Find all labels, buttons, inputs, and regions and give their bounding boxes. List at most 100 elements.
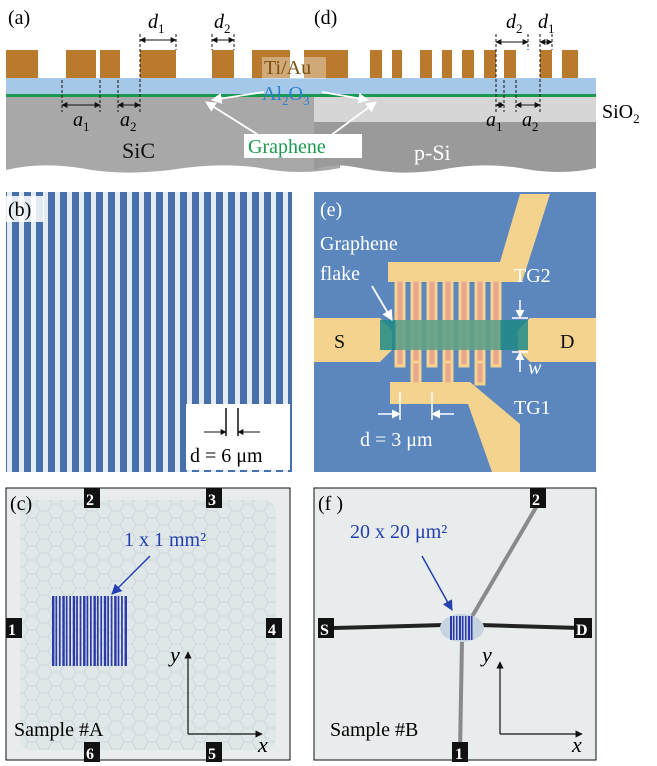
grating-bar (93, 596, 96, 666)
grating-bar (471, 616, 473, 640)
graphene-label: Graphene (248, 136, 326, 158)
d2-sub-d: 2 (516, 21, 523, 36)
panel-c: (c) 2 3 1 4 6 5 1 x 1 mm² y x Sample #A (5, 487, 291, 763)
x-label-f: x (571, 732, 582, 757)
grating-bar (462, 616, 464, 640)
area-pointer-f (421, 555, 453, 611)
grating-bar (86, 596, 89, 666)
svg-text:a1: a1 (486, 109, 503, 134)
graphene-channel (380, 320, 528, 350)
wire-2 (468, 502, 540, 622)
d1-label-d: d (538, 11, 549, 33)
grating-bar (110, 596, 113, 666)
wire-1 (458, 639, 464, 753)
pad-c-5: 5 (208, 746, 216, 763)
grating-bar (459, 616, 462, 640)
grating-f (450, 616, 473, 640)
tg1-label: TG1 (514, 397, 551, 419)
pad-f-D: D (576, 622, 588, 639)
grating-bar (453, 616, 455, 640)
panel-f: (f ) 2 S D 1 20 x 20 μm² y x Sample #B (313, 487, 597, 763)
graphene-pointer-right (329, 101, 377, 137)
d2-sub-a: 2 (224, 21, 231, 36)
grating-bar (62, 596, 65, 666)
w-label: w (528, 357, 542, 379)
grating-c (52, 596, 127, 666)
pad-f-2: 2 (532, 492, 540, 509)
grating-bar (117, 596, 120, 666)
graphene-flake-label-1: Graphene (320, 233, 398, 255)
scale-label-e: d = 3 μm (360, 429, 433, 451)
area-pointer-c (111, 555, 151, 595)
svg-text:d2: d2 (506, 11, 523, 36)
d1-sub-a: 1 (158, 21, 165, 36)
grating-bar (450, 616, 453, 640)
grating-bar (55, 596, 58, 666)
sample-a-label: Sample #A (14, 719, 104, 741)
gold-electrodes-d (314, 50, 578, 78)
source-label: S (334, 331, 345, 353)
svg-text:Al2O3: Al2O3 (262, 83, 309, 108)
al2o3-label-o: O (289, 83, 303, 105)
psi-substrate (314, 122, 596, 173)
al2o3-layer-d (314, 78, 596, 94)
svg-text:d2: d2 (214, 11, 231, 36)
svg-text:d1: d1 (148, 11, 165, 36)
grating-bar (52, 596, 55, 666)
al2o3-label-a: Al (262, 83, 282, 105)
pad-c-6: 6 (86, 746, 94, 763)
y-label-c: y (168, 642, 180, 667)
al2o3-pointer-right (321, 91, 370, 104)
sic-label: SiC (122, 138, 155, 163)
al2o3-label-sub2: 3 (303, 93, 310, 108)
drain-pad (518, 318, 596, 362)
grating-bar (124, 596, 127, 666)
al2o3-layer-a (6, 78, 340, 94)
panel-d-label: (d) (314, 7, 337, 29)
graphene-line-a (6, 94, 340, 97)
pad-c-2: 2 (86, 492, 94, 509)
sio2-label: SiO (602, 101, 633, 123)
tg1-gate (390, 382, 520, 472)
al2o3-pointer-left (210, 91, 265, 104)
grating-bar (65, 596, 68, 666)
x-label-c: x (257, 732, 268, 757)
grating-bar (58, 596, 61, 666)
pads-c (6, 488, 282, 762)
grating-bar (468, 616, 471, 640)
panel-c-label: (c) (10, 493, 32, 515)
a1-label-d: a (486, 109, 496, 131)
panel-b: (b) d = 6 μm (4, 192, 292, 472)
d2-label-a: d (214, 11, 225, 33)
grating-bar (114, 596, 117, 666)
panel-a-label: (a) (8, 7, 30, 29)
a2-sub-d: 2 (532, 119, 539, 134)
grating-bar (103, 596, 107, 666)
pad-f-S: S (320, 622, 329, 639)
svg-text:a1: a1 (73, 109, 90, 134)
tg2-gate (388, 194, 550, 282)
grating-bar (76, 596, 78, 666)
area-label-c: 1 x 1 mm² (124, 529, 206, 551)
grating-bar (456, 616, 458, 640)
grating-bar (121, 596, 123, 666)
svg-text:a2: a2 (522, 109, 539, 134)
graphene-pointer-left (205, 101, 261, 137)
panel-e: (e) Graphene flake S D TG2 TG1 w d = 3 μ… (314, 192, 596, 472)
svg-text:SiO2: SiO2 (602, 101, 640, 126)
pad-f-1: 1 (455, 746, 463, 763)
al2o3-label-sub1: 2 (282, 93, 289, 108)
sample-b-label: Sample #B (330, 719, 418, 741)
pad-c-4: 4 (268, 622, 276, 639)
tg2-label: TG2 (514, 265, 551, 287)
graphene-line-d (314, 94, 596, 97)
psi-label: p-Si (414, 140, 451, 165)
a1-sub-d: 1 (496, 119, 503, 134)
tiau-label: Ti/Au (264, 57, 311, 79)
grating-bar (96, 596, 99, 666)
d2-label-d: d (506, 11, 517, 33)
svg-text:d1: d1 (538, 11, 555, 36)
a2-label-a: a (120, 109, 130, 131)
a2-label-d: a (522, 109, 532, 131)
